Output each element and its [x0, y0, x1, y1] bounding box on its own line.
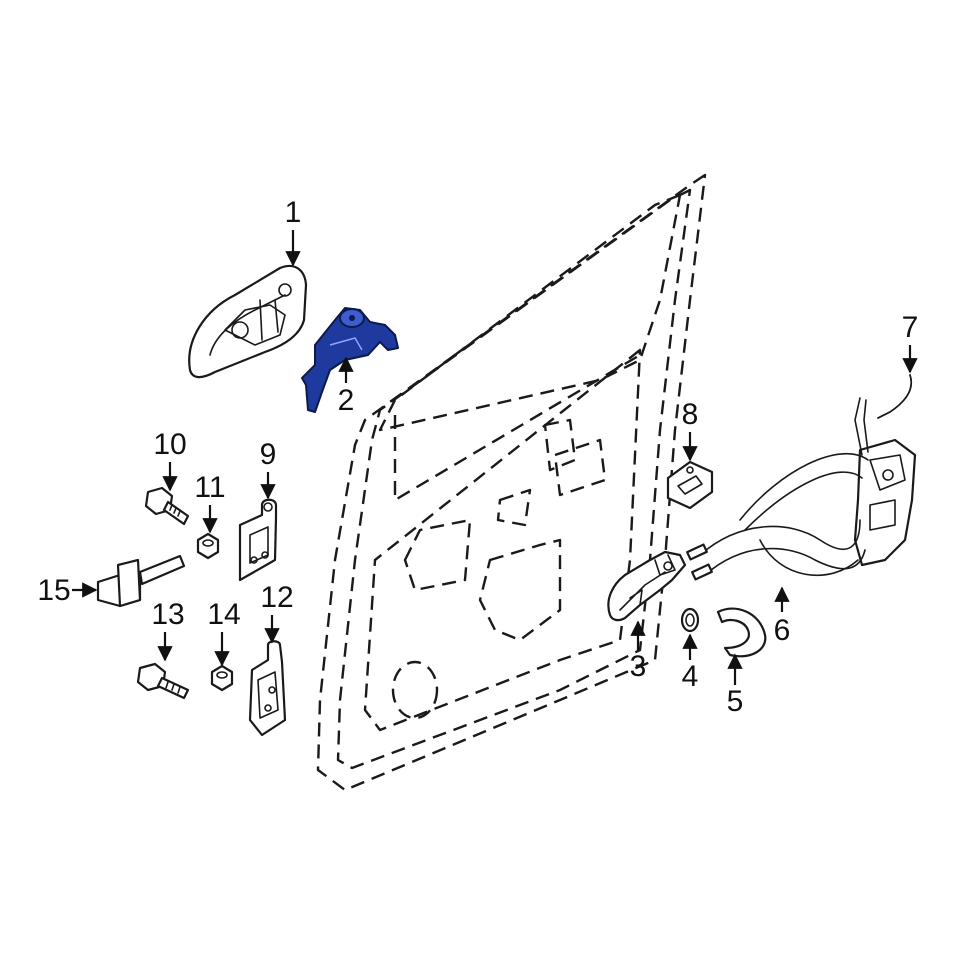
part-outside-handle — [188, 264, 308, 379]
callout-1: 1 — [285, 196, 302, 229]
part-grommet — [680, 607, 700, 633]
callout-8: 8 — [682, 398, 699, 431]
part-bolt-lower — [136, 662, 190, 700]
part-bolt-upper — [144, 486, 190, 526]
part-nut-upper — [196, 532, 220, 560]
part-striker — [666, 460, 714, 510]
part-door-check — [96, 554, 186, 608]
callout-15: 15 — [37, 574, 70, 607]
callouts: 1 2 3 4 5 6 7 8 9 10 11 12 13 14 15 — [37, 196, 918, 718]
callout-9: 9 — [260, 438, 277, 471]
part-lower-hinge — [248, 640, 287, 737]
part-lock-cylinder — [301, 307, 399, 413]
callout-4: 4 — [682, 660, 699, 693]
part-upper-hinge — [238, 498, 278, 582]
door-outline — [316, 173, 707, 792]
callout-2: 2 — [338, 384, 355, 417]
callout-14: 14 — [207, 598, 240, 631]
callout-12: 12 — [260, 581, 293, 614]
callout-6: 6 — [774, 614, 791, 647]
leader-lines — [72, 230, 918, 685]
callout-13: 13 — [151, 598, 184, 631]
part-rod — [877, 374, 912, 419]
part-inside-handle — [607, 550, 687, 622]
callout-11: 11 — [194, 471, 225, 504]
part-nut-lower — [210, 664, 234, 692]
part-clip — [716, 607, 767, 658]
part-door-latch — [686, 397, 917, 581]
callout-5: 5 — [727, 685, 744, 718]
callout-3: 3 — [630, 650, 647, 683]
callout-7: 7 — [902, 311, 919, 344]
callout-10: 10 — [153, 428, 186, 461]
